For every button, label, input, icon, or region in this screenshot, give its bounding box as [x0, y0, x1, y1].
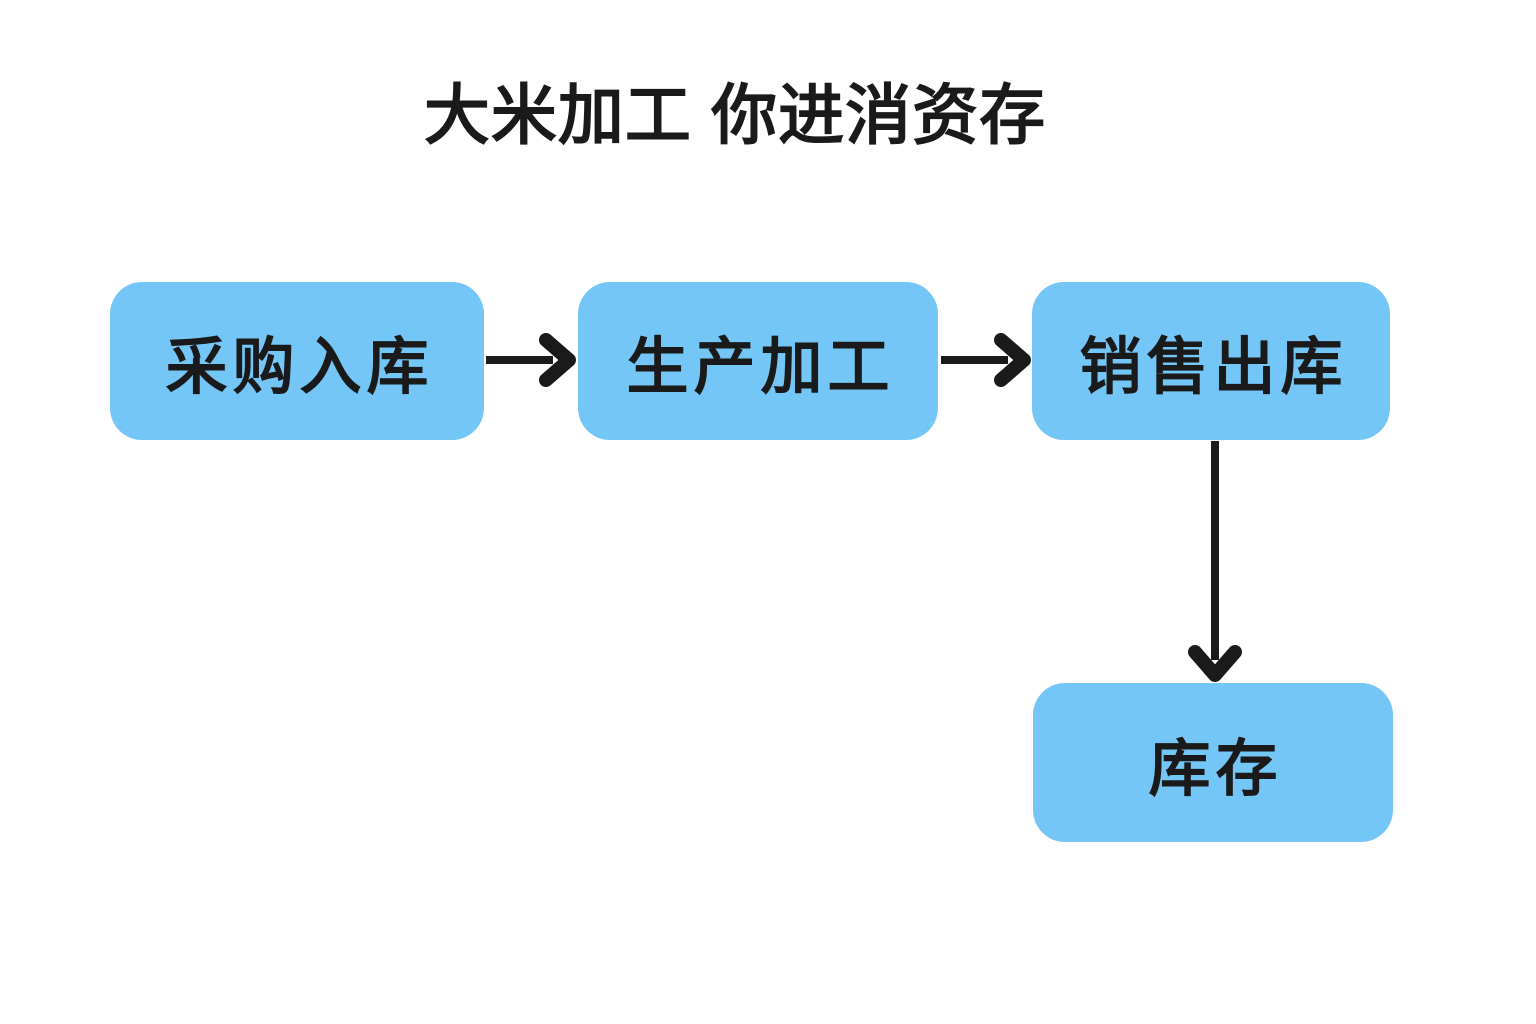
node-production-processing-label: 生产加工 — [626, 333, 895, 402]
node-purchase-inbound: 采购入库 — [110, 282, 484, 440]
node-inventory-label: 库存 — [1148, 734, 1283, 804]
node-production-processing: 生产加工 — [578, 282, 938, 440]
node-purchase-inbound-label: 采购入库 — [165, 333, 434, 402]
node-sales-outbound-label: 销售出库 — [1079, 333, 1348, 402]
arrow-sales-to-inventory-icon — [1188, 441, 1242, 682]
node-inventory: 库存 — [1033, 683, 1393, 842]
diagram-title: 大米加工 你进消资存 — [423, 78, 1047, 152]
node-sales-outbound: 销售出库 — [1032, 282, 1390, 440]
arrow-production-to-sales-icon — [941, 333, 1031, 387]
arrow-purchase-to-production-icon — [486, 333, 576, 387]
